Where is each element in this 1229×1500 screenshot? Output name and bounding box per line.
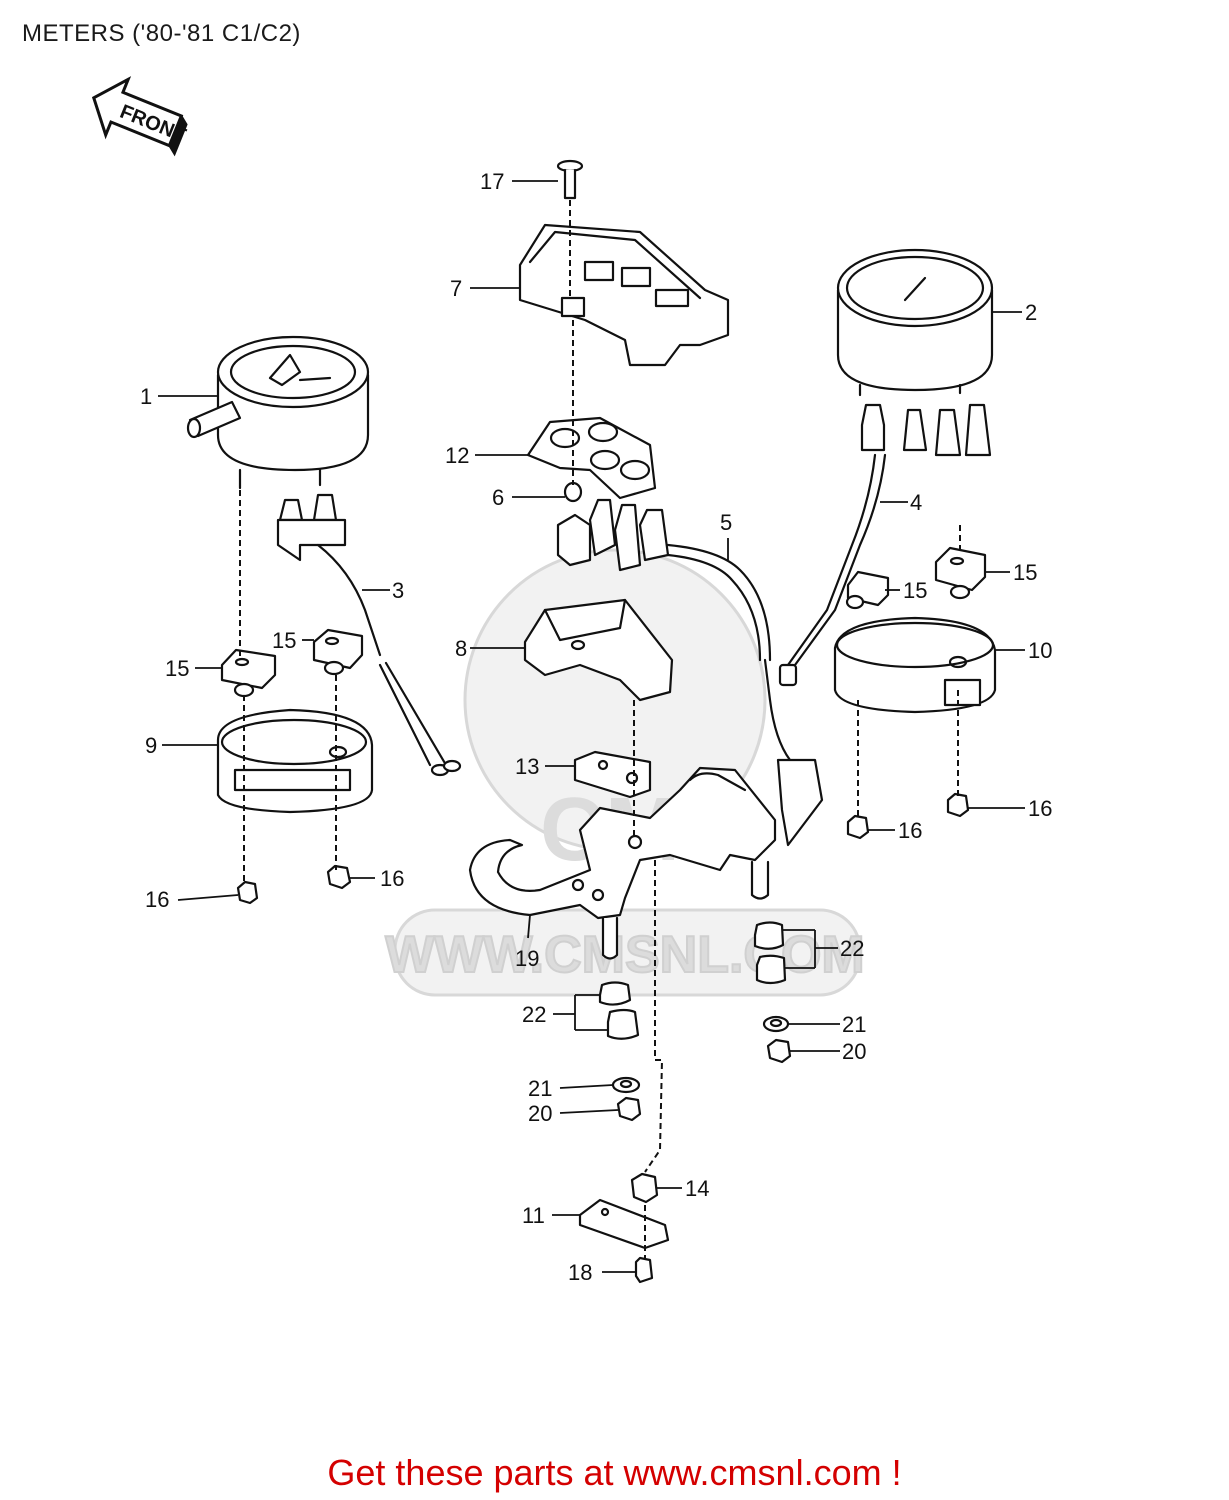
bolt-18	[634, 1256, 654, 1284]
wiring-left	[316, 543, 462, 777]
callout-17: 17	[480, 169, 504, 194]
plate-13	[573, 750, 652, 799]
callout-21b: 21	[842, 1012, 866, 1037]
callout-22b: 22	[840, 936, 864, 961]
nut-20-left	[616, 1096, 642, 1122]
wiring-right	[778, 453, 887, 687]
callout-5: 5	[720, 510, 732, 535]
callout-15a: 15	[165, 656, 189, 681]
callout-20a: 20	[528, 1101, 552, 1126]
callout-8: 8	[455, 636, 467, 661]
callout-15c: 15	[903, 578, 927, 603]
damper-22-right	[753, 921, 787, 985]
callout-9: 9	[145, 733, 157, 758]
instrument-cover	[518, 223, 730, 367]
callout-16c: 16	[898, 818, 922, 843]
callout-11: 11	[522, 1203, 545, 1228]
callout-10: 10	[1028, 638, 1052, 663]
callout-16b: 16	[380, 866, 404, 891]
footer-link-text[interactable]: Get these parts at www.cmsnl.com !	[327, 1452, 902, 1493]
callout-6: 6	[492, 485, 504, 510]
callout-22a: 22	[522, 1002, 546, 1027]
washer-21-right-hole	[769, 1018, 783, 1028]
callout-14: 14	[685, 1176, 709, 1201]
bulb-sockets	[556, 481, 824, 847]
front-arrow-icon: FRONT	[91, 76, 189, 157]
meter-right	[836, 248, 994, 457]
callout-2: 2	[1025, 300, 1037, 325]
watermark-url: WWW.CMSNL.COM	[385, 926, 864, 984]
assembly-lines	[239, 200, 961, 1258]
nut-16-group	[236, 792, 970, 905]
page-title: METERS ('80-'81 C1/C2)	[22, 20, 301, 47]
plate-11	[578, 1198, 670, 1250]
callout-3: 3	[392, 578, 404, 603]
nut-20-right	[766, 1038, 792, 1064]
grommet-15d	[934, 546, 987, 600]
nut-16c	[846, 814, 870, 840]
callout-4: 4	[910, 490, 922, 515]
callout-15b: 15	[272, 628, 296, 653]
washer-21-left-hole	[619, 1079, 633, 1089]
callout-16d: 16	[1028, 796, 1052, 821]
lamp-plate	[526, 416, 657, 500]
bracket-cover	[523, 598, 674, 702]
callout-12: 12	[445, 443, 469, 468]
callout-labels: 1 2 3 4 5 6 7 8 9 10 11 12 13 14 15 15 1…	[140, 169, 1052, 1285]
callout-7: 7	[450, 276, 462, 301]
callout-21a: 21	[528, 1076, 552, 1101]
nut-16a	[236, 880, 259, 905]
callout-1: 1	[140, 384, 152, 409]
grommet-15c	[845, 570, 890, 610]
callout-20b: 20	[842, 1039, 866, 1064]
nut-16d	[946, 792, 970, 818]
mounting-band-right	[833, 616, 997, 714]
callout-16a: 16	[145, 887, 169, 912]
mounting-band-left	[216, 708, 374, 814]
screw-17	[556, 159, 584, 200]
plate-11-hole	[600, 1207, 610, 1217]
nut-14	[630, 1172, 659, 1204]
leader-lines	[158, 180, 1025, 1273]
callout-19: 19	[515, 946, 539, 971]
callout-13: 13	[515, 754, 539, 779]
damper-22-left	[598, 981, 640, 1040]
nut-16b	[326, 864, 352, 890]
meter-left	[186, 335, 370, 562]
parts-diagram: CMS WWW.CMSNL.COM FRONT	[91, 76, 1052, 1285]
grommet-15b	[312, 628, 364, 676]
grommet-15a	[220, 648, 277, 698]
callout-18: 18	[568, 1260, 592, 1285]
callout-15d: 15	[1013, 560, 1037, 585]
meter-bracket	[468, 766, 777, 960]
